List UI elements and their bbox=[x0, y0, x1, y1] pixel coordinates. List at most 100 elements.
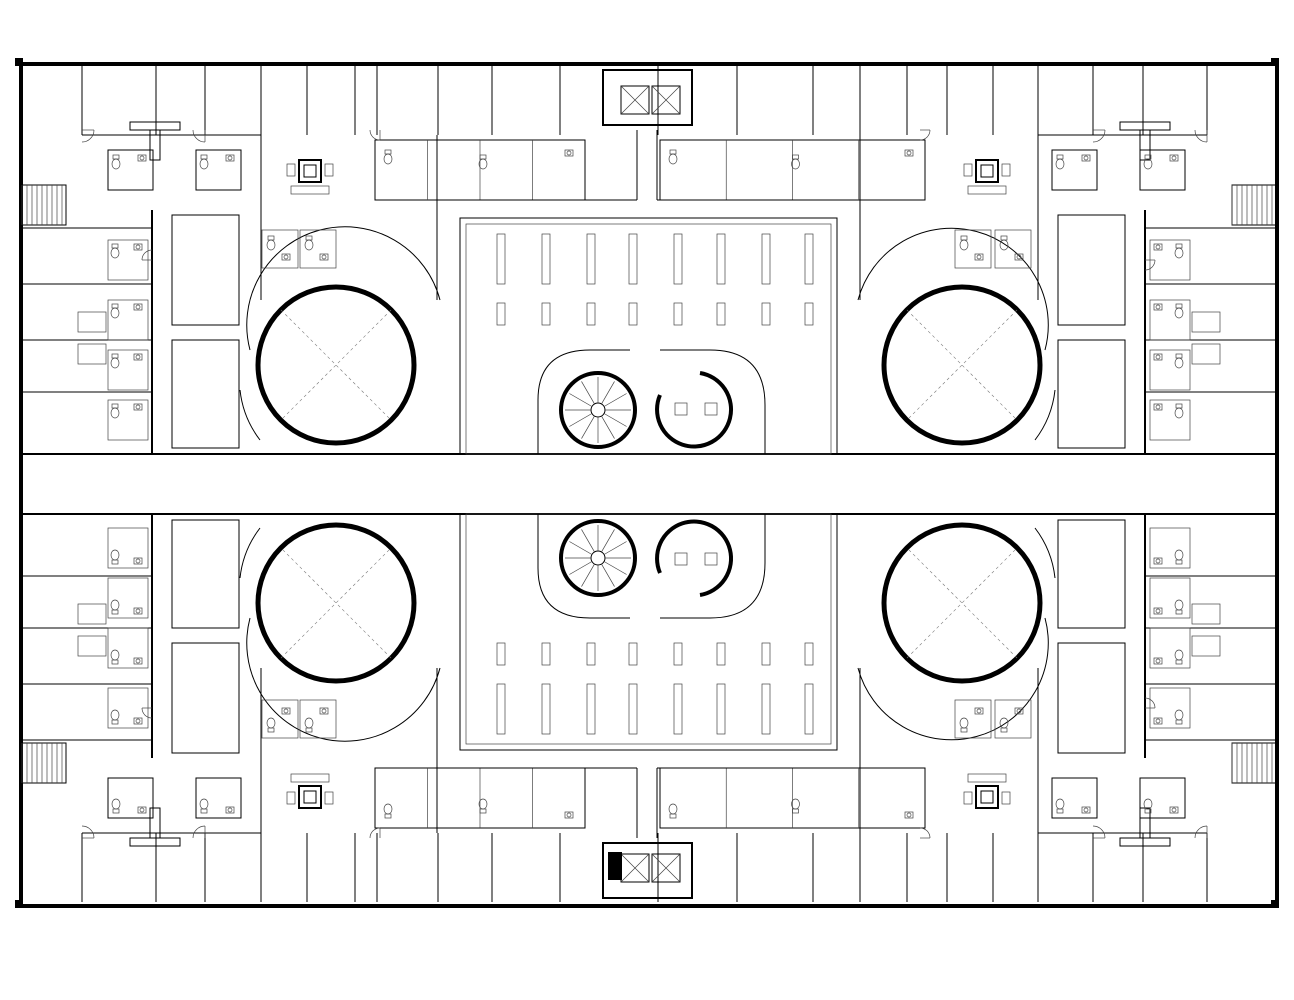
closet-return bbox=[77, 311, 107, 333]
toilet-fixture bbox=[999, 235, 1009, 251]
toilet-fixture bbox=[478, 798, 488, 814]
sink-fixture bbox=[564, 149, 574, 157]
sink-fixture bbox=[904, 149, 914, 157]
left-wing-units bbox=[21, 514, 240, 758]
hall-column bbox=[541, 302, 551, 326]
toilet-fixture bbox=[959, 235, 969, 251]
hall-column bbox=[628, 302, 638, 326]
bathroom-pod bbox=[1139, 777, 1186, 819]
bathroom-pod bbox=[107, 349, 149, 391]
toilet-fixture bbox=[110, 649, 120, 665]
suite-row bbox=[374, 767, 586, 829]
toilet-fixture bbox=[1143, 798, 1153, 814]
bathroom-pod bbox=[954, 229, 992, 269]
hall-column bbox=[804, 683, 814, 735]
door-swing bbox=[1144, 259, 1156, 271]
plan-half-mirrored bbox=[21, 513, 1277, 902]
toilet-fixture bbox=[383, 803, 393, 819]
toilet-fixture bbox=[668, 149, 678, 165]
toilet-fixture bbox=[304, 235, 314, 251]
elevator-core bbox=[286, 159, 334, 195]
elevator-core bbox=[963, 159, 1011, 195]
hall-column bbox=[496, 683, 506, 735]
bathroom-pod bbox=[107, 627, 149, 669]
hall-column bbox=[673, 302, 683, 326]
hall-column bbox=[716, 233, 726, 285]
toilet-fixture bbox=[266, 235, 276, 251]
atrium-surround bbox=[239, 527, 261, 579]
hall-column bbox=[716, 642, 726, 666]
hall-column bbox=[628, 642, 638, 666]
lobby-curve bbox=[537, 514, 630, 619]
bathroom-pod bbox=[1149, 349, 1191, 391]
hall-column bbox=[761, 683, 771, 735]
toilet-fixture bbox=[1174, 649, 1184, 665]
toilet-fixture bbox=[1174, 403, 1184, 419]
door-swing bbox=[81, 825, 95, 839]
bathroom-pod bbox=[1051, 149, 1098, 191]
round-meeting-room bbox=[655, 371, 733, 449]
hall-column bbox=[496, 302, 506, 326]
atrium-circle bbox=[255, 284, 417, 446]
door-swing bbox=[1194, 129, 1208, 143]
service-t-wall bbox=[1119, 807, 1171, 847]
sink-fixture bbox=[133, 303, 143, 311]
bathroom-pod bbox=[107, 527, 149, 569]
sink-fixture bbox=[564, 811, 574, 819]
sink-fixture bbox=[1081, 154, 1091, 162]
atrium-circle bbox=[255, 522, 417, 684]
hall-column bbox=[673, 233, 683, 285]
sink-fixture bbox=[225, 154, 235, 162]
bathroom-pod bbox=[107, 299, 149, 341]
atrium-surround bbox=[1034, 527, 1056, 579]
hall-column bbox=[673, 683, 683, 735]
hall-column bbox=[496, 642, 506, 666]
toilet-fixture bbox=[110, 549, 120, 565]
toilet-fixture bbox=[959, 717, 969, 733]
door-swing bbox=[192, 825, 206, 839]
bathroom-pod bbox=[261, 699, 299, 739]
hall-column bbox=[804, 642, 814, 666]
toilet-fixture bbox=[110, 243, 120, 259]
toilet-fixture bbox=[478, 154, 488, 170]
sink-fixture bbox=[281, 253, 291, 261]
open-plan-hall bbox=[459, 513, 838, 751]
toilet-fixture bbox=[1143, 154, 1153, 170]
sink-fixture bbox=[1153, 403, 1163, 411]
bathroom-pod bbox=[107, 399, 149, 441]
service-t-wall bbox=[129, 807, 181, 847]
toilet-fixture bbox=[1055, 798, 1065, 814]
toilet-fixture bbox=[110, 403, 120, 419]
toilet-fixture bbox=[668, 803, 678, 819]
atrium-surround bbox=[1034, 389, 1056, 441]
bathroom-pod bbox=[994, 699, 1032, 739]
hall-column bbox=[628, 233, 638, 285]
toilet-fixture bbox=[1174, 549, 1184, 565]
sink-fixture bbox=[319, 707, 329, 715]
hall-column bbox=[586, 233, 596, 285]
door-swing bbox=[1092, 825, 1106, 839]
atrium-surround bbox=[857, 227, 1049, 351]
suite-row bbox=[659, 139, 926, 201]
toilet-fixture bbox=[110, 303, 120, 319]
atrium-circle bbox=[881, 284, 1043, 446]
sink-fixture bbox=[133, 403, 143, 411]
egress-stair bbox=[1231, 184, 1277, 226]
hall-column bbox=[541, 683, 551, 735]
toilet-fixture bbox=[1174, 709, 1184, 725]
sink-fixture bbox=[133, 657, 143, 665]
door-swing bbox=[369, 129, 381, 141]
corner-pier bbox=[1271, 900, 1279, 908]
bathroom-pod bbox=[195, 149, 242, 191]
door-swing bbox=[1144, 697, 1156, 709]
sink-fixture bbox=[133, 243, 143, 251]
service-t-wall bbox=[1119, 121, 1171, 161]
hall-column bbox=[628, 683, 638, 735]
sink-fixture bbox=[1153, 607, 1163, 615]
bathroom-pod bbox=[1139, 149, 1186, 191]
service-t-wall bbox=[129, 121, 181, 161]
hall-column bbox=[804, 302, 814, 326]
right-wing-units bbox=[1057, 210, 1277, 454]
toilet-fixture bbox=[111, 154, 121, 170]
sink-fixture bbox=[1081, 806, 1091, 814]
